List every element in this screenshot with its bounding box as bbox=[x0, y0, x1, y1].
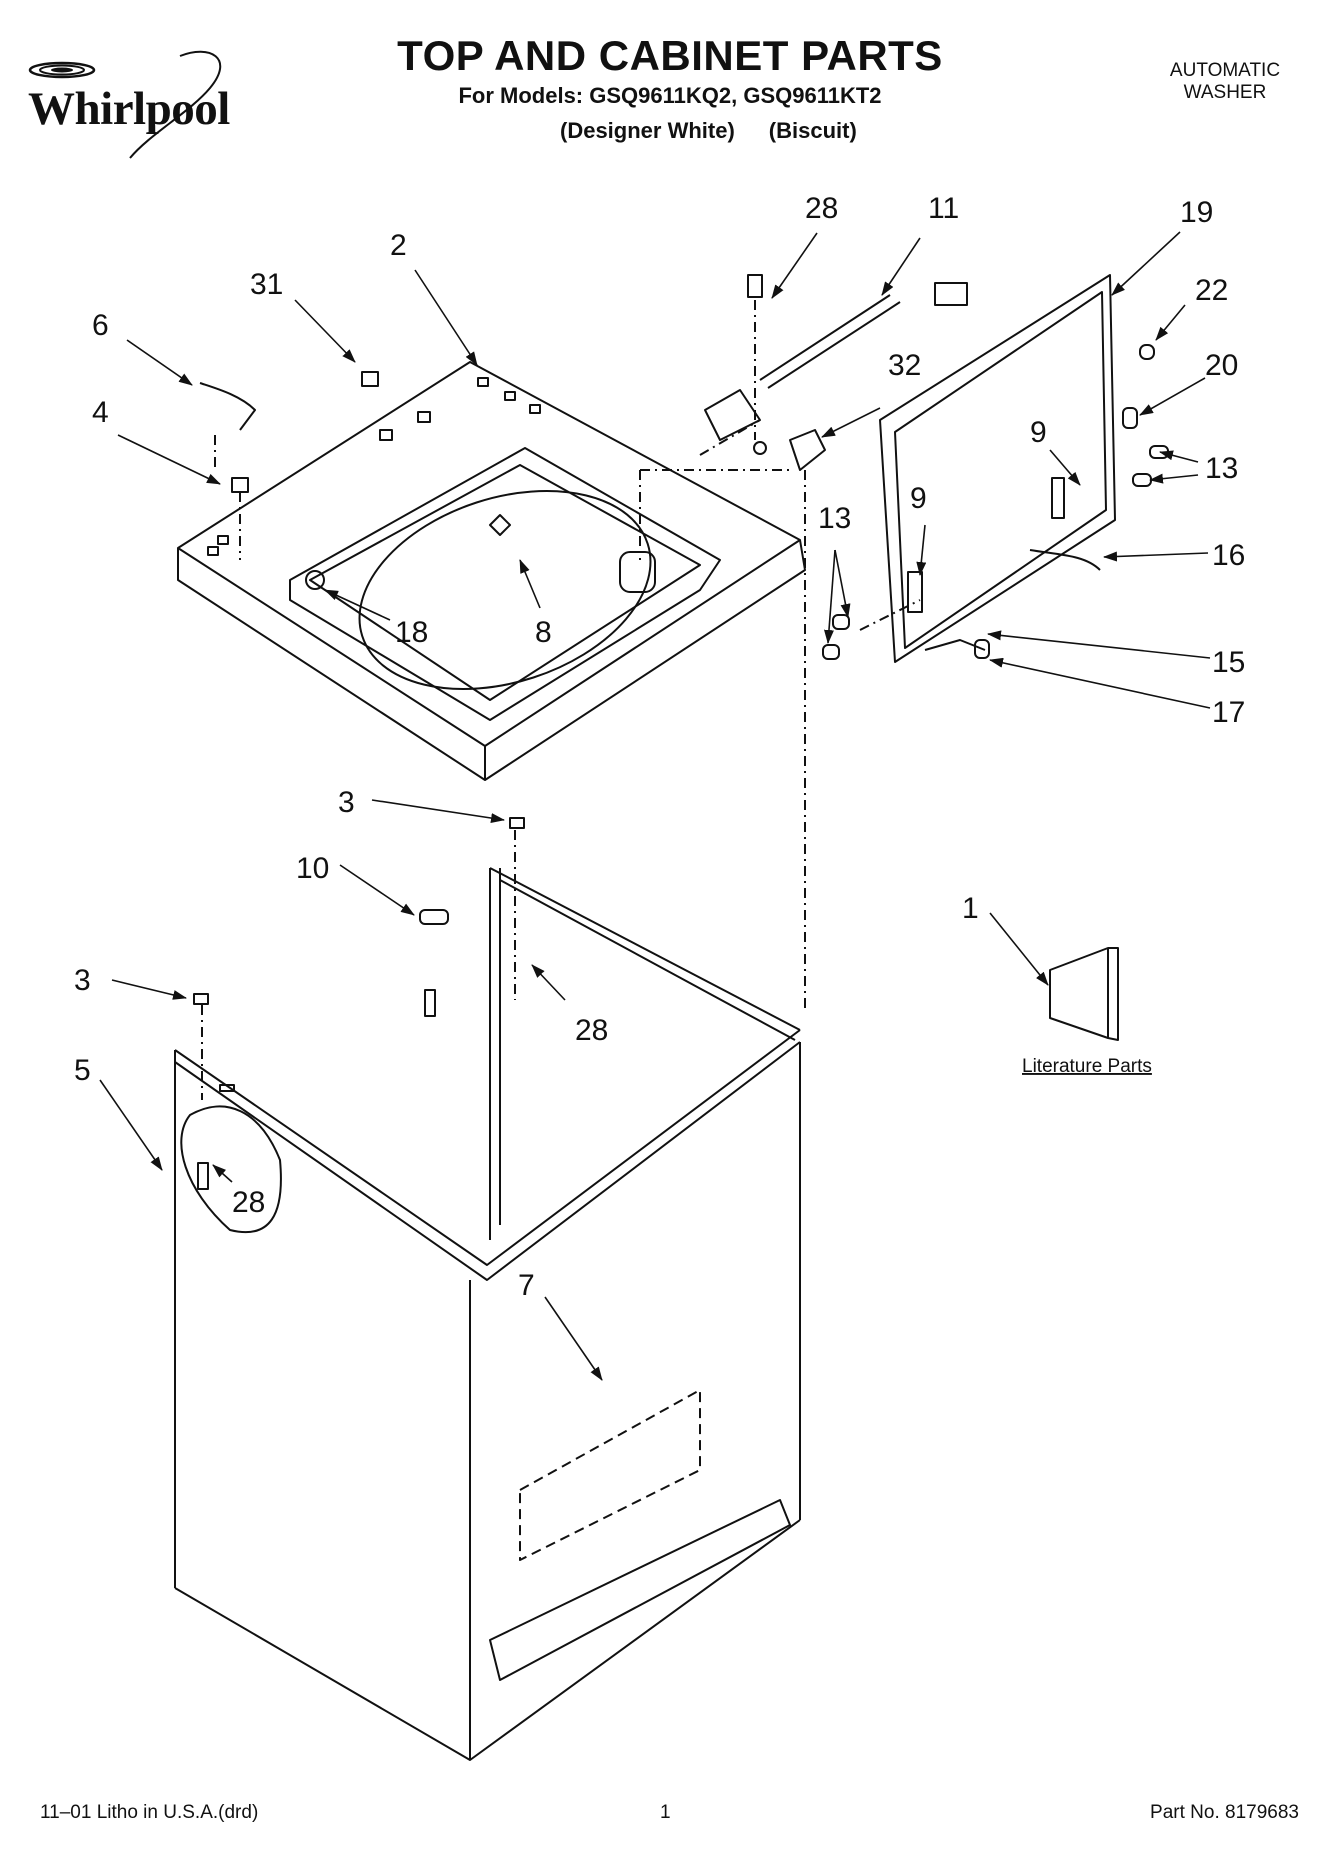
callout-15: 15 bbox=[1212, 646, 1245, 679]
callout-22: 22 bbox=[1195, 274, 1228, 307]
callout-11: 11 bbox=[928, 192, 959, 225]
product-type: AUTOMATIC WASHER bbox=[1135, 60, 1315, 104]
literature-parts-label: Literature Parts bbox=[1022, 1056, 1152, 1077]
callout-20: 20 bbox=[1205, 349, 1238, 382]
swirl-icon bbox=[28, 50, 222, 159]
callout-9b: 9 bbox=[910, 482, 927, 515]
callout-31: 31 bbox=[250, 268, 283, 301]
callout-13b: 13 bbox=[818, 502, 851, 535]
callout-1: 1 bbox=[962, 892, 979, 925]
rear-console-panel bbox=[879, 274, 1116, 663]
page-title: TOP AND CABINET PARTS bbox=[397, 32, 943, 79]
callout-labels: 28 11 19 2 31 22 6 32 20 4 9 13 9 13 16 … bbox=[74, 192, 1245, 1302]
callout-2: 2 bbox=[390, 229, 407, 262]
callout-4: 4 bbox=[92, 396, 109, 429]
callout-10: 10 bbox=[296, 852, 329, 885]
callout-19: 19 bbox=[1180, 196, 1213, 229]
models-line: For Models: GSQ9611KQ2, GSQ9611KT2 bbox=[458, 83, 882, 108]
literature-booklet bbox=[1049, 947, 1119, 1041]
leader-arrows bbox=[99, 231, 1211, 1381]
brand-name: Whirlpool bbox=[28, 83, 230, 135]
variant-biscuit: (Biscuit) bbox=[768, 118, 857, 143]
alignment-lines bbox=[201, 300, 921, 1100]
callout-28c: 28 bbox=[232, 1186, 265, 1219]
callout-16: 16 bbox=[1212, 539, 1245, 572]
variant-designer-white: (Designer White) bbox=[560, 118, 735, 143]
washer-top-panel bbox=[177, 361, 806, 781]
callout-28: 28 bbox=[805, 192, 838, 225]
whirlpool-logo: Whirlpool bbox=[20, 48, 260, 168]
callout-28b: 28 bbox=[575, 1014, 608, 1047]
callout-17: 17 bbox=[1212, 696, 1245, 729]
callout-7: 7 bbox=[518, 1269, 535, 1302]
callout-3b: 3 bbox=[74, 964, 91, 997]
callout-32: 32 bbox=[888, 349, 921, 382]
washer-cabinet bbox=[174, 867, 801, 1761]
callout-13: 13 bbox=[1205, 452, 1238, 485]
litho-note: 11–01 Litho in U.S.A.(drd) bbox=[40, 1802, 259, 1823]
wire-harness bbox=[704, 282, 968, 471]
callout-6: 6 bbox=[92, 309, 109, 342]
callout-5: 5 bbox=[74, 1054, 91, 1087]
color-variants: (Designer White) (Biscuit) bbox=[560, 118, 891, 144]
small-fasteners bbox=[193, 274, 1169, 1005]
part-number: Part No. 8179683 bbox=[1150, 1802, 1299, 1823]
callout-18: 18 bbox=[395, 616, 428, 649]
callout-3: 3 bbox=[338, 786, 355, 819]
product-type-line2: WASHER bbox=[1183, 82, 1267, 103]
product-type-line1: AUTOMATIC bbox=[1169, 60, 1281, 81]
page-number: 1 bbox=[660, 1802, 671, 1823]
callout-9: 9 bbox=[1030, 416, 1047, 449]
callout-8: 8 bbox=[535, 616, 552, 649]
